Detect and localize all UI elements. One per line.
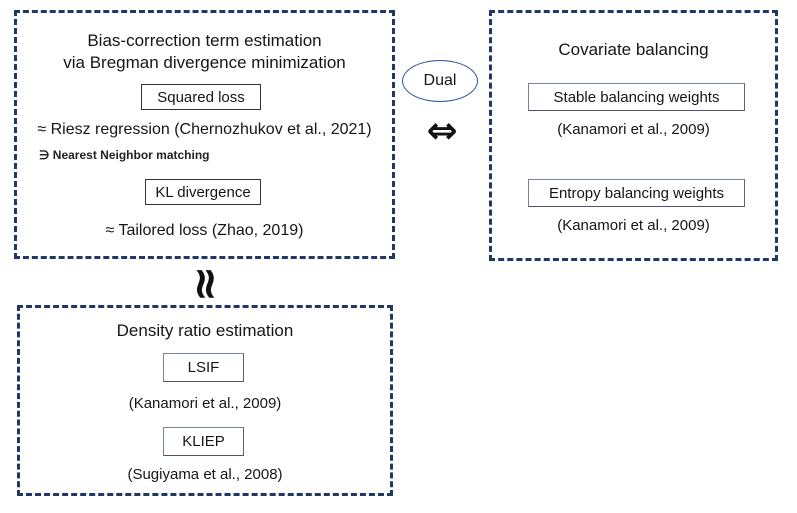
lsif-label: LSIF [187, 359, 220, 376]
dual-label: Dual [423, 72, 457, 89]
covariate-balancing-box: Covariate balancing Stable balancing wei… [489, 10, 778, 261]
stable-balancing-citation: (Kanamori et al., 2009) [557, 121, 710, 138]
dual-ellipse: Dual [402, 60, 478, 102]
lsif-box: LSIF [163, 353, 244, 382]
squared-loss-box: Squared loss [141, 84, 261, 110]
kliep-citation: (Sugiyama et al., 2008) [127, 466, 283, 483]
double-arrow-icon: ⇔ [426, 108, 458, 152]
bias-correction-title: Bias-correction term estimation via Breg… [17, 30, 392, 74]
tailored-loss-line: ≈ Tailored loss (Zhao, 2019) [105, 222, 304, 239]
stable-balancing-weights-box: Stable balancing weights [528, 83, 745, 111]
density-ratio-title: Density ratio estimation [116, 321, 294, 340]
density-ratio-box: Density ratio estimation LSIF (Kanamori … [17, 305, 393, 496]
bias-correction-title-line1: Bias-correction term estimation [87, 31, 322, 50]
entropy-balancing-citation: (Kanamori et al., 2009) [557, 217, 710, 234]
kl-divergence-label: KL divergence [155, 183, 251, 201]
riesz-regression-line: ≈ Riesz regression (Chernozhukov et al.,… [37, 121, 372, 138]
lsif-citation: (Kanamori et al., 2009) [128, 395, 282, 412]
entropy-balancing-weights-label: Entropy balancing weights [548, 184, 725, 202]
bias-correction-box: Bias-correction term estimation via Breg… [14, 10, 395, 259]
bias-correction-title-line2: via Bregman divergence minimization [63, 53, 346, 72]
kl-divergence-box: KL divergence [145, 179, 261, 205]
kliep-box: KLIEP [163, 427, 244, 456]
vertical-approx-equal-icon: ≈ [180, 265, 231, 303]
covariate-balancing-title: Covariate balancing [558, 40, 709, 59]
squared-loss-label: Squared loss [157, 88, 245, 106]
kliep-label: KLIEP [182, 433, 225, 450]
stable-balancing-weights-label: Stable balancing weights [553, 88, 720, 106]
nearest-neighbor-line: ∋ Nearest Neighbor matching [39, 148, 210, 162]
entropy-balancing-weights-box: Entropy balancing weights [528, 179, 745, 207]
